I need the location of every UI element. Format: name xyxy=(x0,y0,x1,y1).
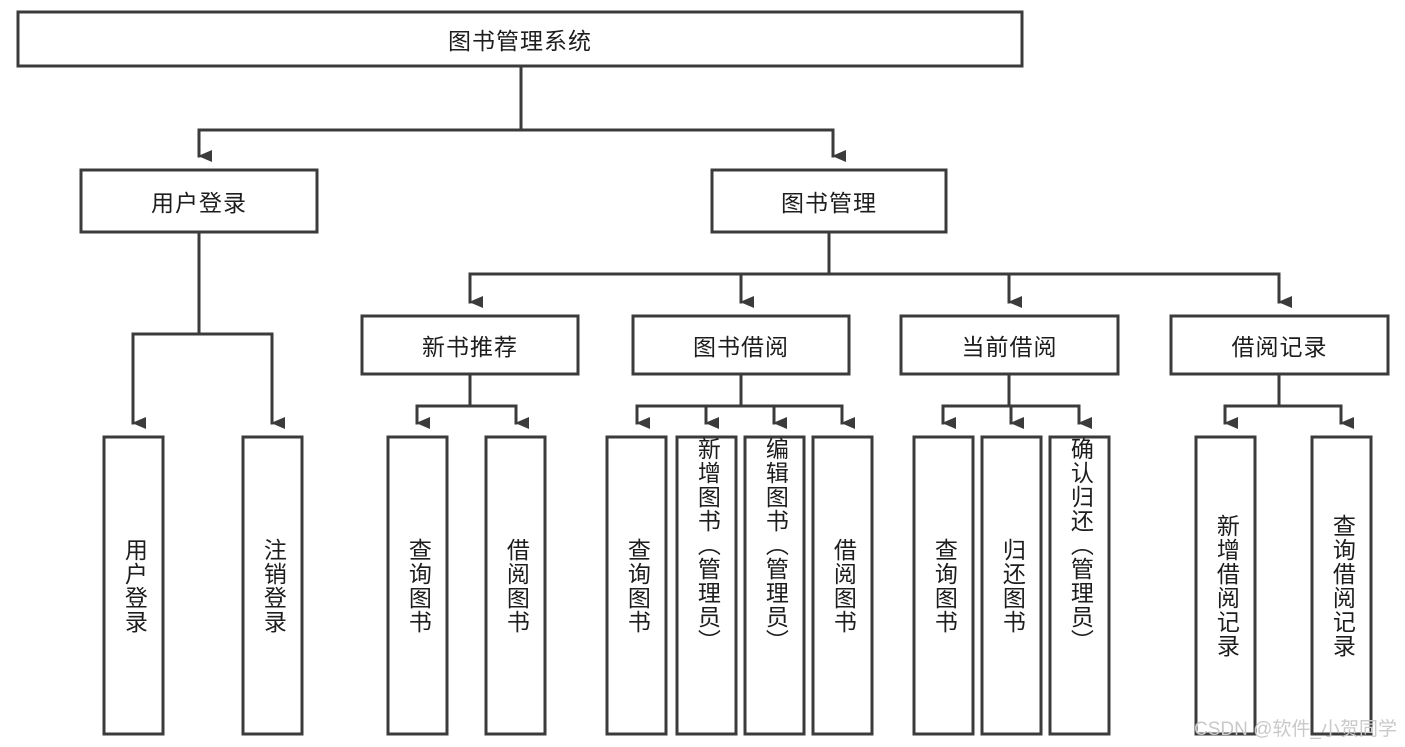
node-leaf-user-login[interactable] xyxy=(102,435,165,736)
node-leaf-add-borrow-record[interactable] xyxy=(1194,435,1257,736)
node-book-manage[interactable] xyxy=(710,168,948,234)
node-leaf-query-book-current[interactable] xyxy=(912,435,975,736)
node-user-login[interactable] xyxy=(79,168,319,234)
node-box-group xyxy=(16,10,1390,736)
node-leaf-query-book-recommend[interactable] xyxy=(386,435,449,736)
node-leaf-add-book[interactable] xyxy=(675,435,738,736)
connector-group xyxy=(131,64,1354,429)
node-borrow-record[interactable] xyxy=(1169,314,1390,376)
node-leaf-query-book-borrow[interactable] xyxy=(605,435,668,736)
node-leaf-borrow-book[interactable] xyxy=(811,435,874,736)
node-current-borrow[interactable] xyxy=(899,314,1120,376)
node-leaf-query-borrow-record[interactable] xyxy=(1310,435,1373,736)
node-book-borrow[interactable] xyxy=(631,314,851,376)
watermark: CSDN @软件_小贺同学 xyxy=(1194,719,1397,740)
node-new-book-recommend[interactable] xyxy=(360,314,580,376)
node-root[interactable] xyxy=(16,10,1024,68)
node-leaf-return-book[interactable] xyxy=(980,435,1043,736)
node-leaf-edit-book[interactable] xyxy=(743,435,806,736)
node-leaf-borrow-book-recommend[interactable] xyxy=(484,435,547,736)
node-leaf-logout-login[interactable] xyxy=(241,435,304,736)
node-leaf-confirm-return[interactable] xyxy=(1048,435,1111,736)
